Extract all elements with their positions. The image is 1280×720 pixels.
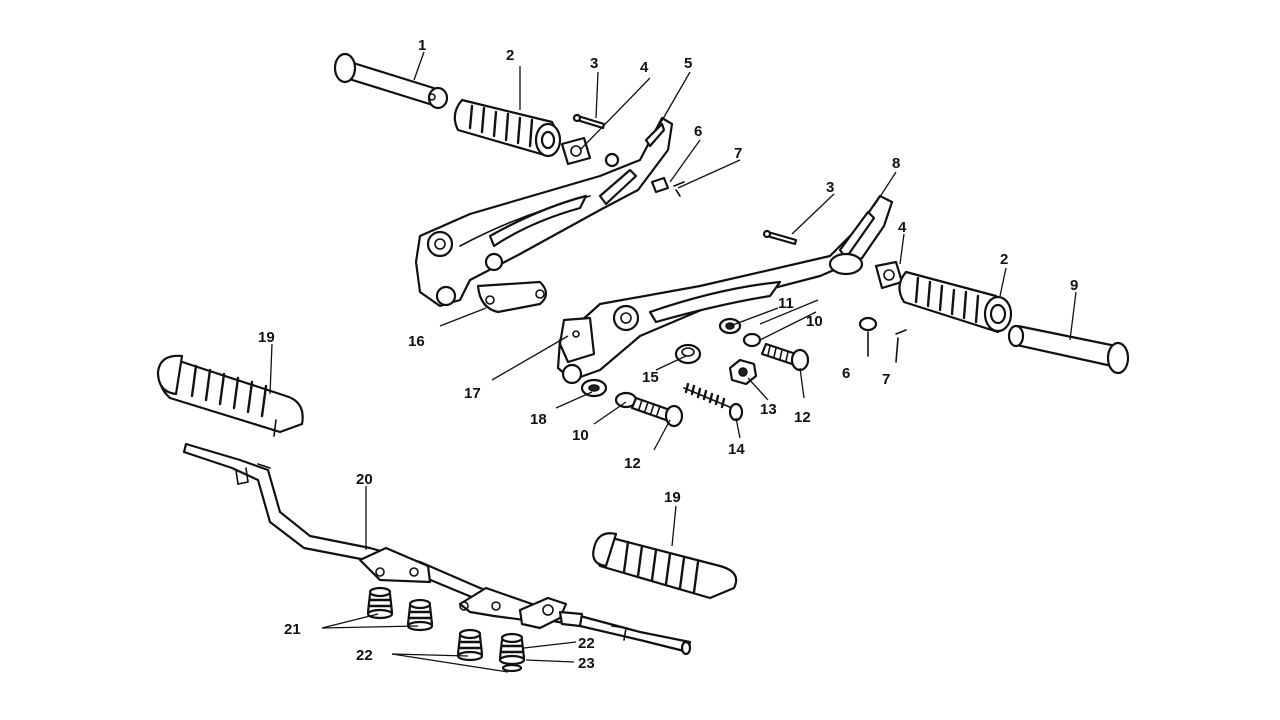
part-9-pin xyxy=(1007,324,1130,375)
part-1-pin xyxy=(333,52,449,110)
part-21-damper-a xyxy=(366,586,394,620)
part-7-cotter-pin-top xyxy=(673,181,685,197)
part-7-cotter-pin-mid xyxy=(895,329,907,363)
callout-5: 5 xyxy=(684,55,692,72)
callout-12-upper: 12 xyxy=(794,409,811,426)
callout-3-mid: 3 xyxy=(826,179,834,196)
part-16-mounting-plate xyxy=(476,280,548,314)
callout-19-left: 19 xyxy=(258,329,275,346)
callout-13: 13 xyxy=(760,401,777,418)
callout-10-lower: 10 xyxy=(572,427,589,444)
callout-19-right: 19 xyxy=(664,489,681,506)
part-13-nut xyxy=(728,358,758,386)
callout-12-lower: 12 xyxy=(624,455,641,472)
callout-labels: 1 2 3 4 5 6 7 3 8 4 2 9 11 10 6 7 16 17 … xyxy=(258,37,1078,672)
part-19-footpeg-rubber-left xyxy=(156,354,304,437)
callout-6: 6 xyxy=(694,123,702,140)
callout-9: 9 xyxy=(1070,277,1078,294)
part-3-clevis-pin-mid xyxy=(762,229,798,246)
callout-14: 14 xyxy=(728,441,745,458)
part-8-footrest-bracket xyxy=(556,194,894,385)
part-4-washer-mid xyxy=(874,260,904,290)
callout-7: 7 xyxy=(734,145,742,162)
callout-2-right: 2 xyxy=(1000,251,1008,268)
part-6-nut-top xyxy=(650,176,670,194)
callout-23: 23 xyxy=(578,655,595,672)
callout-22-right: 22 xyxy=(578,635,595,652)
callout-4-mid: 4 xyxy=(898,219,907,236)
callout-11: 11 xyxy=(778,295,794,312)
part-12-bolt-lower xyxy=(630,396,684,428)
part-17-plate xyxy=(558,316,596,364)
callout-15: 15 xyxy=(642,369,659,386)
callout-18: 18 xyxy=(530,411,547,428)
callout-10-upper: 10 xyxy=(806,313,823,330)
part-19-footpeg-rubber-right xyxy=(592,532,738,600)
callout-16: 16 xyxy=(408,333,425,350)
callout-17: 17 xyxy=(464,385,481,402)
part-20-footrest-bar xyxy=(182,442,692,656)
callout-2: 2 xyxy=(506,47,514,64)
part-18-nut xyxy=(580,378,608,398)
callout-8: 8 xyxy=(892,155,900,172)
callout-21: 21 xyxy=(284,621,301,638)
part-14-spring xyxy=(683,382,744,422)
callout-4: 4 xyxy=(640,59,649,76)
part-22-damper-b xyxy=(498,632,526,673)
leader-lines xyxy=(269,51,1077,673)
part-3-clevis-pin xyxy=(572,113,606,130)
part-22-damper-a xyxy=(456,628,484,662)
part-10-washer-upper xyxy=(742,332,762,348)
callout-20: 20 xyxy=(356,471,373,488)
part-15-collar xyxy=(674,343,702,365)
part-21-damper-b xyxy=(406,598,434,632)
part-6-nut-mid xyxy=(858,316,878,357)
part-2-footpeg-rubber-right xyxy=(898,270,1013,334)
callout-1: 1 xyxy=(418,37,426,54)
part-12-bolt-upper xyxy=(760,342,810,372)
callout-22-left: 22 xyxy=(356,647,373,664)
part-4-washer xyxy=(560,136,592,166)
callout-7-mid: 7 xyxy=(882,371,890,388)
part-2-footpeg-rubber xyxy=(453,98,562,158)
part-5-footrest-bracket xyxy=(414,116,674,308)
callout-6-mid: 6 xyxy=(842,365,850,382)
callout-3: 3 xyxy=(590,55,598,72)
